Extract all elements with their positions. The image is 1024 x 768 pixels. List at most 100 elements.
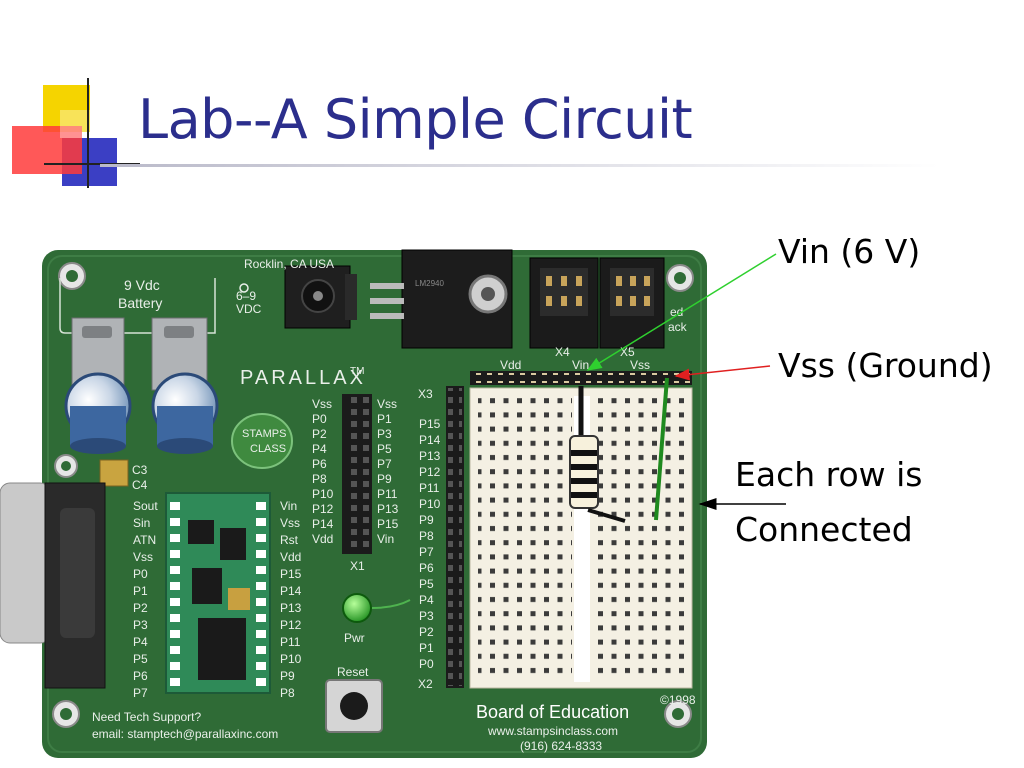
header-pin: P5 [377,442,392,456]
bb-pin: P5 [419,577,434,591]
bb-pin: P8 [419,529,434,543]
stamp-pin: P2 [133,601,148,615]
bb-pin: P0 [419,657,434,671]
stamp-pin: Vdd [280,550,301,564]
header-pin: P13 [377,502,399,516]
vin-arrow [586,253,777,371]
rows-label-1: Each row is [735,455,923,494]
rows-label-2: Connected [735,510,913,549]
header-pin: P15 [377,517,399,531]
serial-port-icon [0,482,106,689]
bb-pin: P4 [419,593,434,607]
header-pin: P9 [377,472,392,486]
stamp-pin: P11 [280,635,301,649]
stamp-pin: P6 [133,669,148,683]
stamp-pin: Sout [133,499,158,513]
stamp-pin: P15 [280,567,302,581]
reset-button-icon [325,679,383,733]
support-line-2: email: stamptech@parallaxinc.com [92,727,278,741]
vss-label: Vss (Ground) [778,346,993,385]
board-origin: Rocklin, CA USA [244,257,334,271]
battery-label-2: Battery [118,295,162,311]
header-pin: P3 [377,427,392,441]
stamp-pin: P1 [133,584,148,598]
stamp-pin: P0 [133,567,148,581]
stamp-pin: P14 [280,584,302,598]
header-pin: Vdd [312,532,333,546]
label-x3: X3 [418,387,433,401]
support-line-1: Need Tech Support? [92,710,202,724]
stamp-pin: P10 [280,652,302,666]
board-of-education-photo: 9 Vdc Battery C3 C4 Rocklin, CA USA 6–9 … [0,249,707,758]
stamp-right-labels: Vin Vss Rst Vdd P15 P14 P13 P12 P11 P10 … [280,499,302,700]
bb-pin: P9 [419,513,434,527]
slide-title: Lab--A Simple Circuit [138,88,693,151]
header-pin: P11 [377,487,398,501]
vss-arrow [674,365,771,381]
board-website: www.stampsinclass.com [487,724,618,738]
header-pin: P10 [312,487,334,501]
stamp-pin: P7 [133,686,148,700]
stamp-pin: ATN [133,533,156,547]
stamp-pin: Sin [133,516,150,530]
stamp-pin: P8 [280,686,295,700]
power-jack-icon [284,265,357,329]
bb-pin: P12 [419,465,441,479]
header-pin: P0 [312,412,327,426]
stamp-pin: P3 [133,618,148,632]
stamp-pin: Vss [280,516,300,530]
header-pin: Vss [377,397,397,411]
led-icon [342,593,372,623]
header-pin: P1 [377,412,392,426]
header-pin: P7 [377,457,392,471]
header-pin: P14 [312,517,334,531]
header-pin: Vss [312,397,332,411]
title-underline [100,164,940,167]
header-right-labels: Vss P1 P3 P5 P7 P9 P11 P13 P15 Vin [377,397,399,546]
battery-label-1: 9 Vdc [124,277,160,293]
bb-pin: P3 [419,609,434,623]
bb-pin: P10 [419,497,441,511]
bb-pin: P15 [419,417,441,431]
stamp-pin: P9 [280,669,295,683]
rail-label: Vdd [500,358,521,372]
header-name: X1 [350,559,365,573]
header-pin: P6 [312,457,327,471]
stamp-pin: Rst [280,533,299,547]
barrel-voltage-1: 6–9 [236,289,256,303]
header-pin: Vin [377,532,394,546]
rail-label: Vss [630,358,650,372]
cap-label-c3: C3 [132,463,148,477]
bb-pin: P2 [419,625,434,639]
breadboard-pin-labels: P15 P14 P13 P12 P11 P10 P9 P8 P7 P6 P5 P… [419,417,441,671]
logo-line-2: CLASS [250,443,286,455]
stamp-pin: P13 [280,601,302,615]
vin-label: Vin (6 V) [778,232,921,271]
stamp-pin: Vss [133,550,153,564]
ground-wire [654,377,669,521]
board-name: Board of Education [476,702,629,722]
servo-label-2: ack [668,320,688,334]
board-copyright: ©1998 [660,693,696,707]
header-pin: P8 [312,472,327,486]
header-pin: P4 [312,442,327,456]
bb-pin: P11 [419,481,440,495]
header-pin: P12 [312,502,334,516]
svg-text:LM2940: LM2940 [415,279,444,288]
label-x4: X4 [555,345,570,359]
stamp-left-labels: Sout Sin ATN Vss P0 P1 P2 P3 P4 P5 P6 P7 [133,499,158,700]
header-left-labels: Vss P0 P2 P4 P6 P8 P10 P12 P14 Vdd [312,397,334,546]
stamp-pin: P4 [133,635,148,649]
svg-text:TM: TM [350,366,364,377]
bb-pin: P7 [419,545,434,559]
bb-pin: P6 [419,561,434,575]
stamp-pin: Vin [280,499,297,513]
header-pin: P2 [312,427,327,441]
servo-label-1: ed [670,305,683,319]
bb-pin: P1 [419,641,434,655]
brand-logo: PARALLAX [240,367,366,389]
logo-line-1: STAMPS [242,428,286,440]
stamp-pin: P5 [133,652,148,666]
label-pwr: Pwr [344,631,365,645]
